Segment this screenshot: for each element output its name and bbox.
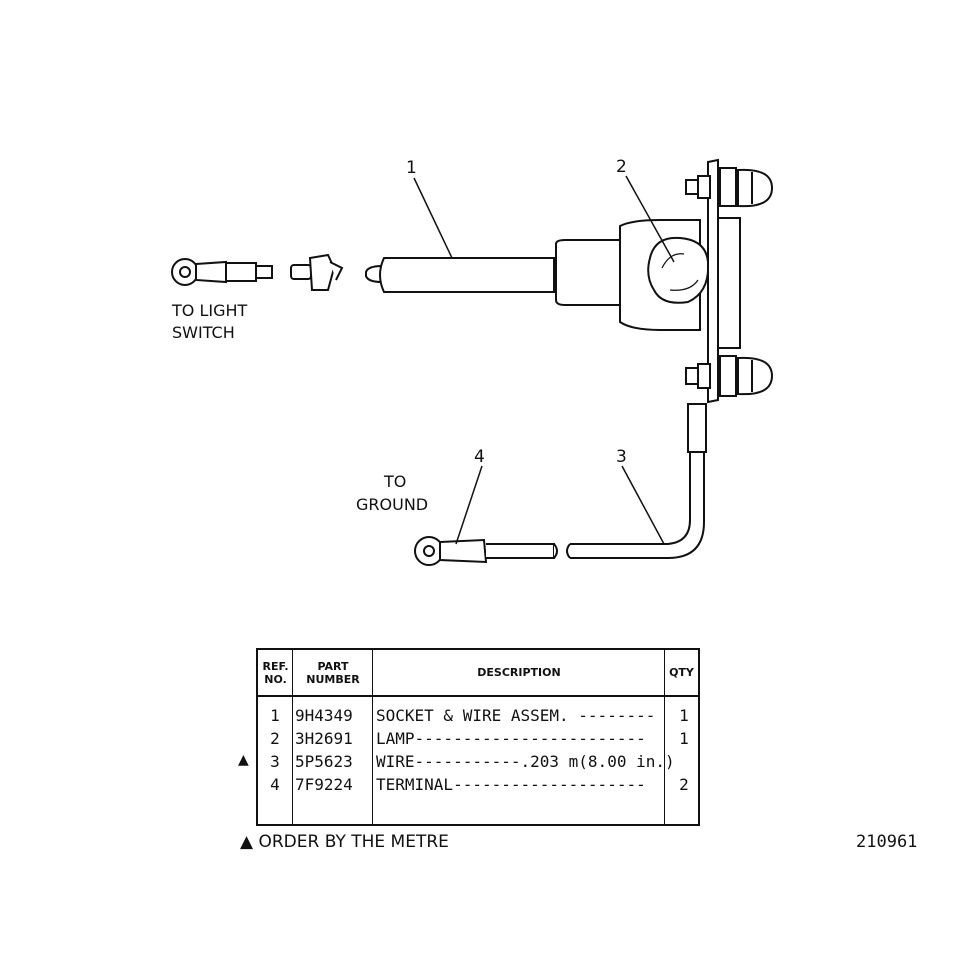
row-qty: 2	[679, 775, 689, 794]
upper-bolt	[685, 167, 774, 208]
to-ground-label-1: TO	[383, 472, 406, 491]
ref-header-line1: REF.	[262, 659, 289, 673]
row-part-number: 3H2691	[295, 729, 353, 748]
row-description: WIRE-----------.203 m(8.00 in.)	[376, 752, 675, 771]
row-ref: 1	[270, 706, 280, 725]
row-part-number: 9H4349	[295, 706, 353, 725]
ref-column	[258, 650, 293, 824]
row-description: TERMINAL--------------------	[376, 775, 646, 794]
callout-1: 1	[406, 158, 417, 178]
part-header-line2: NUMBER	[306, 672, 360, 686]
to-light-switch-label-1: TO LIGHT	[171, 301, 248, 320]
row-ref: 3	[270, 752, 280, 771]
ref-header-line2: NO.	[264, 672, 287, 686]
row-ref: 2	[270, 729, 280, 748]
callout-2: 2	[616, 157, 627, 177]
lower-bolt	[685, 355, 774, 397]
description-column	[373, 650, 665, 824]
part-column	[293, 650, 373, 824]
mounting-bracket	[707, 158, 741, 404]
row-part-number: 7F9224	[295, 775, 353, 794]
leader-lines	[413, 175, 675, 545]
footnote: ▲ ORDER BY THE METRE	[240, 832, 449, 852]
row-qty: 1	[679, 706, 689, 725]
row-description: LAMP------------------------	[376, 729, 646, 748]
callout-3: 3	[616, 447, 627, 467]
to-ground-label-2: GROUND	[356, 495, 428, 514]
light-switch-terminal	[171, 258, 273, 286]
table-row: 2 3H2691 LAMP------------------------ 1	[258, 728, 698, 750]
ground-terminal	[414, 536, 558, 566]
part-header-line1: PART	[317, 659, 349, 673]
description-header: DESCRIPTION	[373, 650, 665, 697]
row-ref: 4	[270, 775, 280, 794]
figure-number: 210961	[856, 832, 918, 852]
to-light-switch-label-2: SWITCH	[172, 323, 235, 342]
lamp-bulb	[647, 236, 710, 304]
ground-wire	[566, 403, 707, 559]
qty-header: QTY	[665, 650, 698, 697]
table-row: 1 9H4349 SOCKET & WIRE ASSEM. -------- 1	[258, 705, 698, 727]
callout-4: 4	[474, 447, 485, 467]
row-description: SOCKET & WIRE ASSEM. --------	[376, 706, 656, 725]
ref-header: REF.NO.	[258, 650, 293, 697]
row-qty: 1	[679, 729, 689, 748]
metre-order-marker: ▲	[238, 752, 249, 768]
row-part-number: 5P5623	[295, 752, 353, 771]
table-row: 3 5P5623 WIRE-----------.203 m(8.00 in.)	[258, 751, 698, 773]
socket-wire	[365, 257, 555, 293]
table-row: 4 7F9224 TERMINAL-------------------- 2	[258, 774, 698, 796]
wire-connector	[290, 253, 344, 291]
